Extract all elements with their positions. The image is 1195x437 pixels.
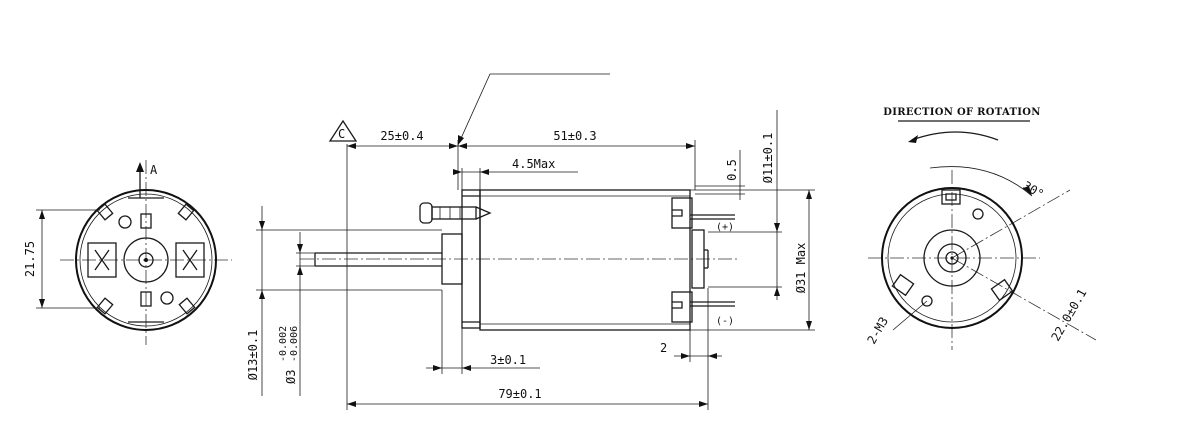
body-length-dim: 51±0.3 xyxy=(553,129,596,143)
flange-length-dim: 25±0.4 xyxy=(380,129,423,143)
direction-title: DIRECTION OF ROTATION xyxy=(883,107,1040,118)
angle-label: 30° xyxy=(1021,178,1047,201)
shaft-tol-lower: -0.006 xyxy=(289,326,300,362)
gap-dim: 0.5 xyxy=(725,159,739,181)
rear-end-view: A 21.75 xyxy=(23,160,232,345)
terminal-minus-label: (-) xyxy=(716,316,734,327)
rear-length-dim: 2 xyxy=(660,341,667,355)
shaft-dia-main: Ø3 xyxy=(284,370,298,384)
front-height-dim: 21.75 xyxy=(23,241,37,277)
view-a-label: A xyxy=(150,163,158,177)
pcd-dim: 22.0±0.1 xyxy=(1048,286,1089,343)
total-length-dim: 79±0.1 xyxy=(498,387,541,401)
front-end-view: DIRECTION OF ROTATION 30° 2-M3 xyxy=(864,107,1097,350)
shaft-boss-dim: Ø13±0.1 xyxy=(246,330,260,381)
terminal-plus-label: (+) xyxy=(716,222,734,233)
boss-dia-dim: Ø11±0.1 xyxy=(761,133,775,184)
tab-offset-dim: 4.5Max xyxy=(512,157,555,171)
body-dia-dim: Ø31 Max xyxy=(794,243,808,294)
side-view: (+) (-) C 25±0.4 51±0.3 4.5Max 0.5 xyxy=(246,73,815,410)
boss-length-dim: 3±0.1 xyxy=(490,353,526,367)
screw-label: 2-M3 xyxy=(864,314,891,346)
revision-mark: C xyxy=(338,127,345,141)
shaft-tol-upper: -0.002 xyxy=(278,326,289,362)
